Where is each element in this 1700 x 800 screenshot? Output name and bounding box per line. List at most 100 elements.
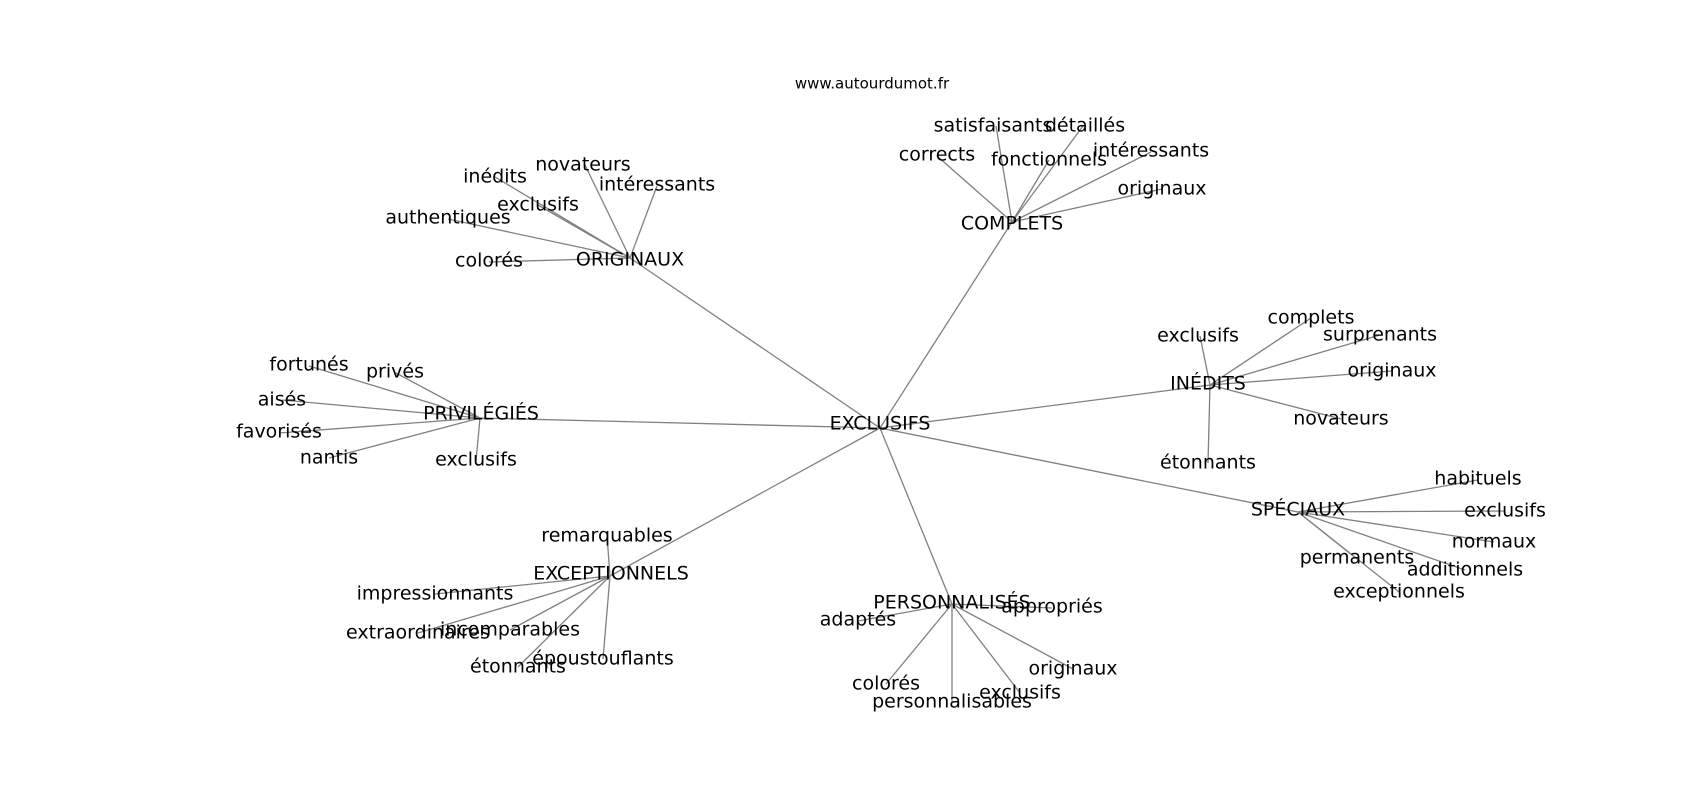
word-label-speciaux-additionnels: additionnels: [1407, 559, 1523, 581]
word-label-personnalises-colores: colorés: [852, 673, 920, 695]
edge-inedits-surprenants: [1209, 334, 1381, 386]
edge-complets-detailles: [1011, 125, 1084, 223]
edge-center-originaux: [629, 257, 881, 429]
word-label-exceptionnels-remarquables: remarquables: [541, 525, 672, 547]
word-label-privilegies-prives: privés: [366, 361, 424, 383]
word-label-originaux-inedits: inédits: [463, 166, 527, 188]
edge-personnalises-originaux: [951, 603, 1074, 670]
graph-edges: [278, 125, 1506, 702]
edge-inedits-originaux: [1209, 370, 1393, 386]
word-label-privilegies-fortunes: fortunés: [269, 354, 348, 376]
edge-privilegies-exclusifs: [475, 417, 481, 462]
edge-exceptionnels-remarquables: [606, 535, 611, 577]
edge-personnalises-adaptes: [857, 603, 953, 622]
word-label-privilegies-favorises: favorisés: [236, 421, 322, 443]
word-label-exceptionnels-etonnants: étonnants: [470, 656, 566, 678]
word-label-originaux-exclusifs: exclusifs: [497, 194, 579, 216]
edge-complets-fonctionnels: [1011, 159, 1050, 223]
edge-privilegies-nantis: [328, 417, 481, 459]
word-label-originaux-authentiques: authentiques: [385, 207, 510, 229]
word-label-privilegies-aises: aisés: [258, 389, 306, 411]
word-label-inedits-surprenants: surprenants: [1323, 324, 1437, 346]
edge-inedits-novateurs: [1209, 384, 1342, 420]
edge-center-exceptionnels: [609, 427, 881, 577]
hub-label-originaux: ORIGINAUX: [576, 249, 684, 271]
word-label-inedits-exclusifs: exclusifs: [1157, 325, 1239, 347]
edge-personnalises-colores: [885, 603, 953, 685]
edge-originaux-colores: [488, 257, 631, 263]
word-label-personnalises-originaux: originaux: [1028, 658, 1117, 680]
word-label-personnalises-appropries: appropriés: [1001, 596, 1103, 618]
edge-center-personnalises: [879, 427, 953, 605]
edge-privilegies-prives: [395, 372, 481, 419]
edge-personnalises-appropries: [951, 603, 1053, 609]
edge-complets-originaux: [1011, 188, 1163, 223]
edge-originaux-exclusifs: [537, 204, 631, 259]
word-label-originaux-interessants: intéressants: [599, 174, 715, 196]
edge-speciaux-additionnels: [1297, 511, 1466, 571]
hub-label-speciaux: SPÉCIAUX: [1251, 498, 1345, 521]
word-label-inedits-originaux: originaux: [1347, 360, 1436, 382]
edge-privilegies-favorises: [278, 417, 481, 434]
graph-labels: www.autourdumot.fr EXCLUSIFS ORIGINAUX iné…: [236, 75, 1546, 713]
word-label-personnalises-exclusifs: exclusifs: [979, 682, 1061, 704]
word-label-inedits-etonnants: étonnants: [1160, 452, 1256, 474]
word-label-speciaux-exclusifs: exclusifs: [1464, 500, 1546, 522]
site-credit: www.autourdumot.fr: [795, 75, 950, 93]
word-label-complets-satisfaisants: satisfaisants: [934, 115, 1053, 137]
edge-originaux-interessants: [629, 185, 658, 259]
word-label-privilegies-nantis: nantis: [300, 447, 358, 469]
word-label-inedits-complets: complets: [1268, 307, 1355, 329]
word-label-personnalises-personnalisables: personnalisables: [872, 691, 1032, 713]
edge-exceptionnels-incomparables: [509, 575, 611, 631]
center-node-label: EXCLUSIFS: [830, 413, 931, 435]
edge-speciaux-exclusifs: [1297, 510, 1506, 513]
edge-privilegies-aises: [281, 399, 481, 419]
word-label-complets-detailles: détaillés: [1045, 115, 1125, 137]
word-label-complets-corrects: corrects: [899, 144, 975, 166]
edge-center-speciaux: [879, 427, 1299, 513]
edge-inedits-etonnants: [1207, 384, 1211, 464]
word-label-exceptionnels-impressionnants: impressionnants: [357, 583, 514, 605]
hub-label-exceptionnels: EXCEPTIONNELS: [533, 563, 689, 585]
edge-complets-corrects: [936, 155, 1013, 223]
edge-center-privilegies: [479, 417, 881, 429]
edge-personnalises-exclusifs: [951, 603, 1021, 694]
hub-label-personnalises: PERSONNALISÉS: [873, 591, 1030, 614]
edge-speciaux-normaux: [1297, 511, 1495, 543]
word-label-complets-originaux: originaux: [1117, 178, 1206, 200]
word-label-exceptionnels-extraordinaires: extraordinaires: [346, 622, 490, 644]
edge-inedits-exclusifs: [1199, 335, 1211, 386]
edge-exceptionnels-impressionnants: [434, 575, 611, 595]
word-label-privilegies-exclusifs: exclusifs: [435, 449, 517, 471]
edge-inedits-complets: [1209, 317, 1312, 386]
edge-privilegies-fortunes: [308, 365, 481, 419]
edge-exceptionnels-epoustouflants: [602, 575, 611, 660]
word-label-speciaux-habituels: habituels: [1434, 468, 1521, 490]
word-label-complets-interessants: intéressants: [1093, 140, 1209, 162]
word-label-speciaux-normaux: normaux: [1452, 531, 1537, 553]
word-label-originaux-colores: colorés: [455, 250, 523, 272]
hub-label-inedits: INÉDITS: [1170, 372, 1246, 395]
word-label-speciaux-exceptionnels: exceptionnels: [1333, 581, 1465, 603]
word-label-speciaux-permanents: permanents: [1300, 547, 1415, 569]
word-label-inedits-novateurs: novateurs: [1293, 408, 1388, 430]
edge-center-complets: [879, 221, 1013, 429]
edge-complets-interessants: [1011, 151, 1152, 223]
edge-complets-satisfaisants: [995, 125, 1013, 223]
edge-center-inedits: [879, 384, 1211, 429]
edge-originaux-authentiques: [447, 218, 631, 259]
hub-label-privilegies: PRIVILÉGIÉS: [423, 402, 539, 425]
edge-speciaux-exceptionnels: [1297, 511, 1400, 593]
word-label-complets-fonctionnels: fonctionnels: [991, 149, 1107, 171]
edge-exceptionnels-extraordinaires: [417, 575, 611, 634]
word-label-exceptionnels-epoustouflants: époustouflants: [532, 648, 673, 670]
word-label-originaux-novateurs: novateurs: [535, 154, 630, 176]
hub-label-complets: COMPLETS: [961, 213, 1063, 235]
edge-originaux-novateurs: [584, 164, 631, 259]
word-label-personnalises-adaptes: adaptés: [820, 609, 896, 631]
edge-exceptionnels-etonnants: [517, 575, 611, 668]
edge-speciaux-habituels: [1297, 479, 1479, 513]
word-label-exceptionnels-incomparables: incomparables: [440, 619, 580, 641]
